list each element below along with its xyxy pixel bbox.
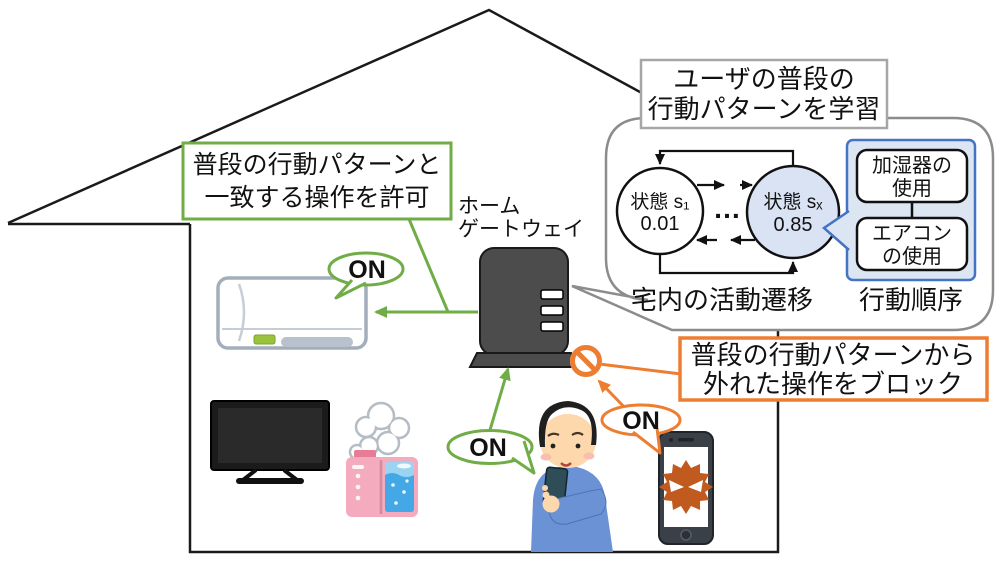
allow-box-line1: 普段の行動パターンと	[193, 151, 442, 179]
order-caption: 行動順序	[859, 285, 963, 315]
attacker-on-label: ON	[622, 407, 660, 435]
attacker-smartphone-icon	[658, 431, 714, 545]
state-s1-node	[615, 166, 705, 256]
prohibition-icon	[570, 345, 602, 377]
user-on-label: ON	[469, 434, 507, 462]
ac-on-label: ON	[348, 256, 386, 284]
learning-callout-bubble: 状態 s₁ 0.01 状態 sₓ 0.85 … 宅内の活動遷移 加湿器の 使用 …	[571, 58, 995, 332]
action-order-panel: 加湿器の 使用 エアコン の使用 行動順序	[821, 138, 977, 315]
gateway-label-line1: ホーム	[458, 195, 520, 218]
action-step2-line2: の使用	[882, 245, 942, 268]
panel-tail	[824, 211, 850, 250]
allow-connector-line	[407, 218, 450, 313]
state-s1-prob: 0.01	[641, 213, 680, 235]
block-connector-line	[598, 362, 682, 376]
gateway-label: ホーム ゲートウェイ	[458, 195, 584, 241]
block-box-line1: 普段の行動パターンから	[691, 340, 976, 370]
block-box: 普段の行動パターンから 外れた操作をブロック	[678, 336, 989, 402]
user-person-illustration	[531, 401, 613, 552]
ac-on-speech-bubble: ON	[327, 251, 405, 300]
state-sx-prob: 0.85	[774, 214, 813, 236]
state-sx-node	[745, 164, 841, 260]
action-step1-box	[855, 148, 969, 204]
humidifier-icon	[346, 401, 418, 517]
learn-title-box: ユーザの普段の 行動パターンを学習	[639, 58, 889, 130]
user-to-gateway-arrow	[488, 367, 511, 431]
gateway-label-line2: ゲートウェイ	[458, 218, 584, 241]
tv-icon	[210, 400, 330, 484]
allow-box: 普段の行動パターンと 一致する操作を許可	[181, 141, 453, 221]
learn-title-line1: ユーザの普段の	[673, 64, 854, 94]
transition-caption: 宅内の活動遷移	[631, 285, 813, 315]
state-s1-label: 状態 s₁	[630, 191, 689, 213]
state-sx-label: 状態 sₓ	[763, 191, 823, 213]
ac-vent	[281, 337, 353, 347]
state-machine-diagram: 状態 s₁ 0.01 状態 sₓ 0.85 … 宅内の活動遷移	[615, 149, 841, 315]
action-step1-line1: 加湿器の	[872, 154, 952, 177]
state-dots: …	[713, 193, 741, 224]
home-gateway-icon	[468, 247, 580, 368]
action-step1-line2: 使用	[892, 177, 932, 200]
user-on-speech-bubble: ON	[446, 429, 536, 475]
action-step2-box	[855, 216, 969, 272]
air-conditioner-icon	[216, 276, 368, 350]
virus-icon	[659, 460, 713, 514]
allow-box-line2: 一致する操作を許可	[204, 184, 429, 212]
action-step2-line1: エアコン	[872, 223, 952, 245]
learn-title-line2: 行動パターンを学習	[648, 94, 881, 124]
ac-indicator-light	[253, 334, 276, 345]
attacker-on-speech-bubble: ON	[600, 403, 682, 455]
block-box-line2: 外れた操作をブロック	[703, 369, 963, 399]
